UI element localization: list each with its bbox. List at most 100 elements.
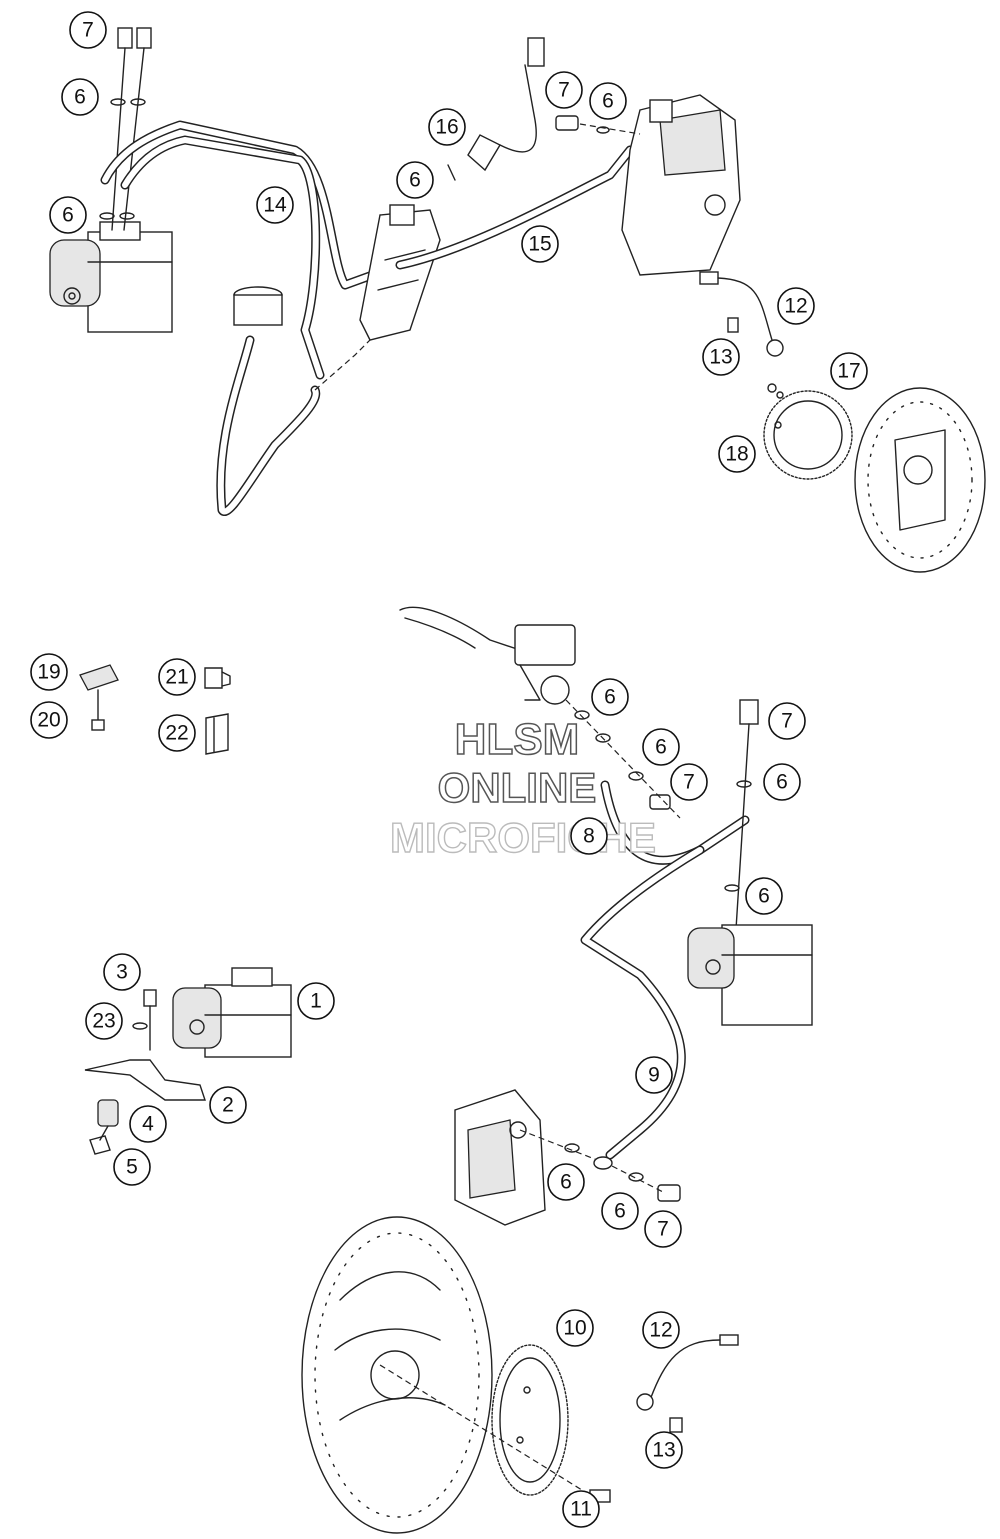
front-sensor-ring bbox=[491, 1344, 569, 1496]
svg-text:13: 13 bbox=[652, 1439, 675, 1462]
rear-brake-disc bbox=[854, 387, 986, 573]
callouts: 7 6 6 14 16 6 7 6 15 12 13 17 18 19 20 2… bbox=[30, 11, 868, 1528]
front-bolt-upper bbox=[724, 699, 759, 946]
callout-7: 7 bbox=[644, 1210, 682, 1248]
callout-20: 20 bbox=[30, 701, 68, 739]
callout-7: 7 bbox=[545, 71, 583, 109]
svg-text:17: 17 bbox=[837, 360, 860, 383]
svg-text:21: 21 bbox=[165, 666, 188, 689]
rear-brake-caliper bbox=[621, 94, 741, 276]
callout-6: 6 bbox=[591, 678, 629, 716]
svg-text:6: 6 bbox=[560, 1171, 572, 1194]
callout-7: 7 bbox=[670, 763, 708, 801]
svg-text:12: 12 bbox=[649, 1319, 672, 1342]
svg-text:7: 7 bbox=[558, 79, 570, 102]
svg-text:6: 6 bbox=[409, 169, 421, 192]
callout-14: 14 bbox=[256, 186, 294, 224]
svg-text:6: 6 bbox=[758, 885, 770, 908]
svg-text:6: 6 bbox=[655, 736, 667, 759]
rear-banjo-bolt bbox=[555, 115, 641, 135]
svg-text:15: 15 bbox=[528, 233, 551, 256]
callout-6: 6 bbox=[49, 196, 87, 234]
svg-text:19: 19 bbox=[37, 661, 60, 684]
svg-text:7: 7 bbox=[781, 710, 793, 733]
callout-9: 9 bbox=[635, 1056, 673, 1094]
callout-7: 7 bbox=[69, 11, 107, 49]
front-brake-disc bbox=[301, 1216, 591, 1534]
callout-17: 17 bbox=[830, 352, 868, 390]
svg-text:6: 6 bbox=[602, 90, 614, 113]
svg-text:10: 10 bbox=[563, 1317, 586, 1340]
svg-text:6: 6 bbox=[74, 86, 86, 109]
svg-text:6: 6 bbox=[614, 1200, 626, 1223]
clamp-21-part bbox=[204, 667, 231, 689]
callout-11: 11 bbox=[562, 1490, 600, 1528]
callout-5: 5 bbox=[113, 1148, 151, 1186]
callout-3: 3 bbox=[103, 953, 141, 991]
svg-text:1: 1 bbox=[310, 990, 322, 1013]
svg-text:12: 12 bbox=[784, 295, 807, 318]
svg-text:14: 14 bbox=[263, 194, 287, 217]
rear-brake-line-15 bbox=[395, 145, 635, 270]
svg-text:7: 7 bbox=[82, 19, 94, 42]
rear-master-cylinder bbox=[359, 204, 441, 341]
callout-6: 6 bbox=[763, 763, 801, 801]
svg-text:20: 20 bbox=[37, 709, 60, 732]
svg-text:22: 22 bbox=[165, 722, 188, 745]
callout-6: 6 bbox=[601, 1192, 639, 1230]
callout-15: 15 bbox=[521, 225, 559, 263]
svg-text:4: 4 bbox=[142, 1113, 154, 1136]
callout-22: 22 bbox=[158, 714, 196, 752]
svg-text:6: 6 bbox=[62, 204, 74, 227]
rear-brake-line-14 bbox=[100, 120, 405, 380]
svg-text:13: 13 bbox=[709, 346, 732, 369]
bracket-assembly bbox=[84, 989, 206, 1155]
front-line-9 bbox=[580, 845, 705, 1160]
callout-16: 16 bbox=[428, 108, 466, 146]
svg-text:7: 7 bbox=[683, 771, 695, 794]
callout-19: 19 bbox=[30, 653, 68, 691]
callout-10: 10 bbox=[556, 1309, 594, 1347]
watermark: HLSM ONLINE MICROFICHE bbox=[389, 714, 656, 861]
svg-text:23: 23 bbox=[92, 1010, 115, 1033]
svg-text:5: 5 bbox=[126, 1156, 138, 1179]
callout-18: 18 bbox=[718, 435, 756, 473]
callout-21: 21 bbox=[158, 658, 196, 696]
front-lever-and-master bbox=[399, 606, 576, 705]
callout-12: 12 bbox=[777, 287, 815, 325]
callout-6: 6 bbox=[642, 728, 680, 766]
svg-text:8: 8 bbox=[583, 825, 595, 848]
svg-text:6: 6 bbox=[776, 771, 788, 794]
callout-4: 4 bbox=[129, 1105, 167, 1143]
callout-23: 23 bbox=[85, 1002, 123, 1040]
callout-12: 12 bbox=[642, 1311, 680, 1349]
callout-13: 13 bbox=[645, 1431, 683, 1469]
svg-text:18: 18 bbox=[725, 443, 748, 466]
front-abs-unit bbox=[687, 924, 813, 1026]
brake-light-switch bbox=[447, 37, 545, 181]
abs-unit-1 bbox=[172, 967, 292, 1058]
callout-6: 6 bbox=[547, 1163, 585, 1201]
svg-text:6: 6 bbox=[604, 686, 616, 709]
callout-6: 6 bbox=[589, 82, 627, 120]
rear-abs-sensor bbox=[699, 271, 784, 357]
front-banjo-lower bbox=[564, 1143, 681, 1202]
svg-text:16: 16 bbox=[435, 116, 458, 139]
callout-2: 2 bbox=[209, 1086, 247, 1124]
rear-sensor-ring bbox=[763, 383, 853, 480]
watermark-line-1: HLSM bbox=[455, 715, 580, 764]
callout-1: 1 bbox=[297, 982, 335, 1020]
callout-6: 6 bbox=[396, 161, 434, 199]
svg-text:3: 3 bbox=[116, 961, 128, 984]
clip-19-part bbox=[79, 664, 119, 731]
watermark-line-3: MICROFICHE bbox=[390, 814, 656, 861]
front-washers-upper bbox=[565, 699, 681, 819]
reservoir-and-hose bbox=[216, 286, 381, 517]
callout-7: 7 bbox=[768, 702, 806, 740]
callout-13: 13 bbox=[702, 338, 740, 376]
callout-8: 8 bbox=[570, 817, 608, 855]
callout-6: 6 bbox=[61, 78, 99, 116]
callout-6: 6 bbox=[745, 877, 783, 915]
svg-text:9: 9 bbox=[648, 1064, 660, 1087]
